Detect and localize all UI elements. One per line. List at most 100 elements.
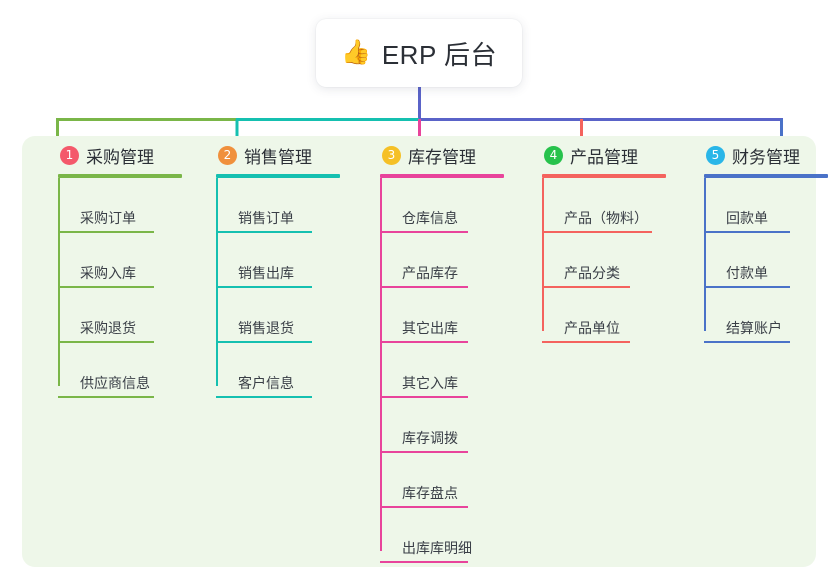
branch-item-label: 仓库信息 [402, 210, 458, 226]
branch-spine-2 [216, 178, 218, 386]
branch-items-5: 回款单付款单结算账户 [704, 178, 839, 343]
branch-item-label: 采购入库 [80, 265, 136, 281]
branch-items-2: 销售订单销售出库销售退货客户信息 [216, 178, 366, 398]
branch-item[interactable]: 采购退货 [58, 288, 208, 343]
branch-item-label: 库存调拨 [402, 430, 458, 446]
branch-item[interactable]: 销售出库 [216, 233, 366, 288]
branch-item-label: 销售订单 [238, 210, 294, 226]
branch-item-label: 产品库存 [402, 265, 458, 281]
branch-title-4: 产品管理 [570, 147, 638, 167]
branch-item-label: 供应商信息 [80, 375, 150, 391]
branch-item-underline [704, 231, 790, 233]
branch-badge-3: 3 [382, 145, 401, 165]
branch-item-underline [216, 341, 312, 343]
branch-item-label: 其它出库 [402, 320, 458, 336]
branch-item-underline [704, 341, 790, 343]
branch-title-1: 采购管理 [86, 147, 154, 167]
branch-spine-3 [380, 178, 382, 551]
branch-badge-2: 2 [218, 145, 237, 165]
diagram-panel [22, 136, 816, 567]
branch-item[interactable]: 供应商信息 [58, 343, 208, 398]
branch-items-4: 产品（物料） 产品分类产品单位 [542, 178, 692, 343]
branch-header-3[interactable]: 3 库存管理 [366, 136, 530, 174]
branch-item-underline [542, 286, 630, 288]
branch-item-label: 付款单 [726, 265, 768, 281]
branch-item-label: 客户信息 [238, 375, 294, 391]
branch-header-1[interactable]: 1 采购管理 [44, 136, 208, 174]
branch-item[interactable]: 库存盘点 [380, 453, 530, 508]
branch-item-label: 采购订单 [80, 210, 136, 226]
branch-item-underline [58, 341, 154, 343]
branch-item-underline [58, 231, 154, 233]
branch-item-underline [216, 396, 312, 398]
branch-item[interactable]: 产品分类 [542, 233, 692, 288]
branch-item[interactable]: 产品库存 [380, 233, 530, 288]
branch-item-underline [542, 231, 652, 233]
branch-items-1: 采购订单采购入库采购退货供应商信息 [58, 178, 208, 398]
branch-item[interactable]: 仓库信息 [380, 178, 530, 233]
branch-rule-1 [58, 174, 182, 178]
branch-badge-5: 5 [706, 145, 725, 165]
branch-column-4: 4 产品管理产品（物料） 产品分类产品单位 [528, 136, 692, 343]
branch-items-3: 仓库信息产品库存其它出库其它入库库存调拨库存盘点出库库明细 [380, 178, 530, 563]
branch-item[interactable]: 其它出库 [380, 288, 530, 343]
branch-item-underline [216, 286, 312, 288]
branch-item-underline [216, 231, 312, 233]
branch-column-3: 3 库存管理仓库信息产品库存其它出库其它入库库存调拨库存盘点出库库明细 [366, 136, 530, 563]
branch-header-5[interactable]: 5 财务管理 [690, 136, 839, 174]
branch-item-label: 销售出库 [238, 265, 294, 281]
branch-rule-5 [704, 174, 828, 178]
branch-item-label: 产品单位 [564, 320, 620, 336]
branch-item-underline [380, 451, 468, 453]
branch-title-2: 销售管理 [244, 147, 312, 167]
branch-item-underline [704, 286, 790, 288]
branch-title-5: 财务管理 [732, 147, 800, 167]
root-node-card[interactable]: 👍 ERP 后台 [316, 19, 522, 87]
branch-item-label: 结算账户 [726, 320, 782, 336]
branch-item-label: 其它入库 [402, 375, 458, 391]
branch-title-3: 库存管理 [408, 147, 476, 167]
branch-item-underline [380, 506, 468, 508]
root-node-content: 👍 ERP 后台 [341, 35, 497, 72]
branch-item-label: 产品分类 [564, 265, 620, 281]
branch-header-2[interactable]: 2 销售管理 [202, 136, 366, 174]
branch-item[interactable]: 采购入库 [58, 233, 208, 288]
root-node-title: ERP 后台 [381, 39, 498, 70]
branch-column-5: 5 财务管理回款单付款单结算账户 [690, 136, 839, 343]
branch-item-underline [58, 286, 154, 288]
branch-item[interactable]: 产品（物料） [542, 178, 692, 233]
branch-item[interactable]: 付款单 [704, 233, 839, 288]
branch-item[interactable]: 结算账户 [704, 288, 839, 343]
branch-item[interactable]: 产品单位 [542, 288, 692, 343]
branch-item-label: 回款单 [726, 210, 768, 226]
branch-item[interactable]: 采购订单 [58, 178, 208, 233]
branch-badge-1: 1 [60, 145, 79, 165]
branch-spine-5 [704, 178, 706, 331]
branch-item-underline [380, 341, 468, 343]
branch-badge-4: 4 [544, 145, 563, 165]
branch-spine-4 [542, 178, 544, 331]
branch-item[interactable]: 销售订单 [216, 178, 366, 233]
branch-column-2: 2 销售管理销售订单销售出库销售退货客户信息 [202, 136, 366, 398]
thumbs-up-icon: 👍 [340, 39, 371, 66]
branch-item-label: 采购退货 [80, 320, 136, 336]
branch-item[interactable]: 回款单 [704, 178, 839, 233]
branch-columns: 1 采购管理采购订单采购入库采购退货供应商信息 2 销售管理销售订单销售出库销售退货客… [22, 136, 828, 567]
branch-header-4[interactable]: 4 产品管理 [528, 136, 692, 174]
branch-item[interactable]: 其它入库 [380, 343, 530, 398]
branch-item-underline [542, 341, 630, 343]
branch-item-label: 销售退货 [238, 320, 294, 336]
branch-item-underline [380, 561, 468, 563]
branch-item[interactable]: 销售退货 [216, 288, 366, 343]
branch-item-underline [380, 286, 468, 288]
branch-item[interactable]: 出库库明细 [380, 508, 530, 563]
branch-item-underline [380, 396, 468, 398]
branch-item-label: 产品（物料） [564, 210, 648, 226]
branch-item-underline [58, 396, 154, 398]
branch-item[interactable]: 客户信息 [216, 343, 366, 398]
branch-item[interactable]: 库存调拨 [380, 398, 530, 453]
branch-rule-3 [380, 174, 504, 178]
branch-item-label: 库存盘点 [402, 485, 458, 501]
branch-column-1: 1 采购管理采购订单采购入库采购退货供应商信息 [44, 136, 208, 398]
branch-item-label: 出库库明细 [402, 540, 472, 556]
